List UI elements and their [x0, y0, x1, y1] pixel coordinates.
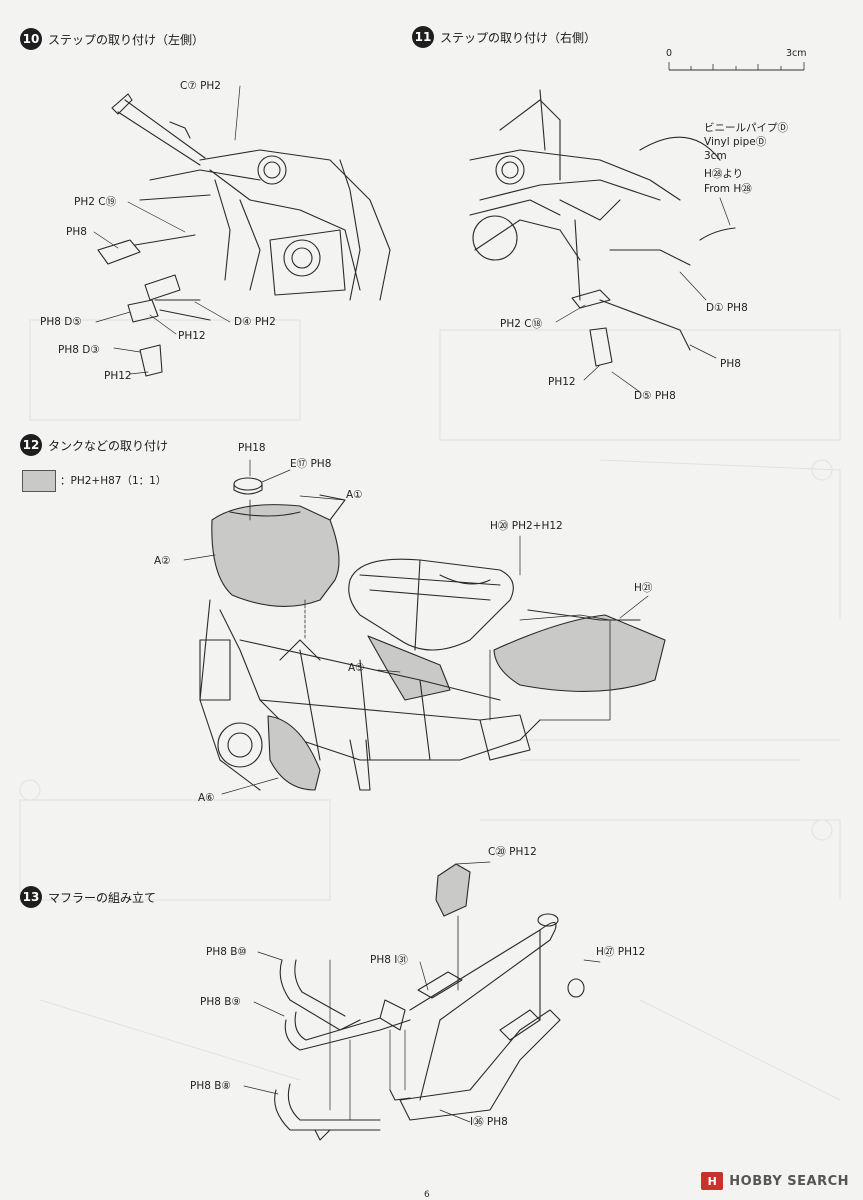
step-10-number: 10	[20, 28, 42, 50]
part-label-a2: A②	[154, 555, 171, 567]
paint-legend-swatch	[22, 470, 56, 492]
step-13-title: マフラーの組み立て	[48, 890, 157, 905]
step-12-header: 12 タンクなどの取り付け	[20, 434, 168, 456]
part-label-a1: A①	[346, 489, 363, 501]
step-12-title: タンクなどの取り付け	[48, 438, 169, 453]
hobby-search-text: HOBBY SEARCH	[729, 1173, 849, 1189]
part-label-c18: PH2 C⑱	[500, 318, 543, 330]
vinyl-pipe-ja: ビニールパイプⒹ	[704, 122, 788, 134]
part-label-d3: PH8 D③	[58, 344, 100, 356]
scale-bar: 0 3cm	[666, 46, 808, 76]
step-11-drawing	[469, 89, 736, 393]
part-label-c19: PH2 C⑲	[74, 196, 117, 208]
step-13-number: 13	[20, 886, 42, 908]
part-label-b8: PH8 B⑧	[190, 1080, 231, 1092]
part-label-ph18: PH18	[238, 442, 266, 454]
part-label-ph12-b: PH12	[104, 370, 132, 382]
part-label-b9: PH8 B⑨	[200, 996, 241, 1008]
step-10-header: 10 ステップの取り付け（左側）	[20, 28, 204, 50]
vinyl-from-en: From H㉘	[704, 183, 752, 195]
part-label-i31: PH8 I㉛	[370, 954, 408, 966]
scale-start: 0	[666, 48, 673, 59]
part-label-b10: PH8 B⑩	[206, 946, 247, 958]
part-label-i36: I㊱ PH8	[470, 1116, 508, 1128]
part-label-h20: H⑳ PH2+H12	[490, 520, 563, 532]
part-label-c20: C⑳ PH12	[488, 846, 537, 858]
paint-legend-text: ：PH2+H87（1：1）	[60, 475, 167, 487]
part-label-d1: D① PH8	[706, 302, 748, 314]
step-11-title: ステップの取り付け（右側）	[440, 30, 597, 45]
part-label-ph8-right: PH8	[720, 358, 741, 370]
scale-ruler	[668, 62, 805, 71]
step-10-drawing	[93, 85, 391, 377]
step-12-drawing	[183, 459, 666, 795]
vinyl-from-ja: H㉘より	[704, 168, 744, 180]
part-label-d4: D④ PH2	[234, 316, 276, 328]
scale-end: 3cm	[786, 48, 807, 59]
step-12-number: 12	[20, 434, 42, 456]
step-13-drawing	[243, 861, 601, 1141]
part-label-h27: H㉗ PH12	[596, 946, 646, 958]
vinyl-pipe-en: Vinyl pipeⒹ	[704, 136, 767, 148]
part-label-c7: C⑦ PH2	[180, 80, 221, 92]
part-label-d5-right: D⑤ PH8	[634, 390, 676, 402]
page-number: 6	[424, 1190, 430, 1200]
part-label-h21: H㉑	[634, 582, 653, 594]
part-label-d5-left: PH8 D⑤	[40, 316, 82, 328]
step-13-header: 13 マフラーの組み立て	[20, 886, 156, 908]
part-label-ph8-a: PH8	[66, 226, 87, 238]
part-label-a6: A⑥	[198, 792, 215, 804]
hobby-search-watermark: H HOBBY SEARCH	[701, 1172, 849, 1190]
vinyl-pipe-length: 3cm	[704, 150, 727, 162]
part-label-ph12-a: PH12	[178, 330, 206, 342]
hobby-search-logo-icon: H	[701, 1172, 724, 1190]
step-11-header: 11 ステップの取り付け（右側）	[412, 26, 596, 48]
step-10-title: ステップの取り付け（左側）	[48, 32, 205, 47]
step-11-number: 11	[412, 26, 434, 48]
part-label-a5: A⑤	[348, 662, 365, 674]
part-label-ph12-right: PH12	[548, 376, 576, 388]
part-label-e17: E⑰ PH8	[290, 458, 332, 470]
